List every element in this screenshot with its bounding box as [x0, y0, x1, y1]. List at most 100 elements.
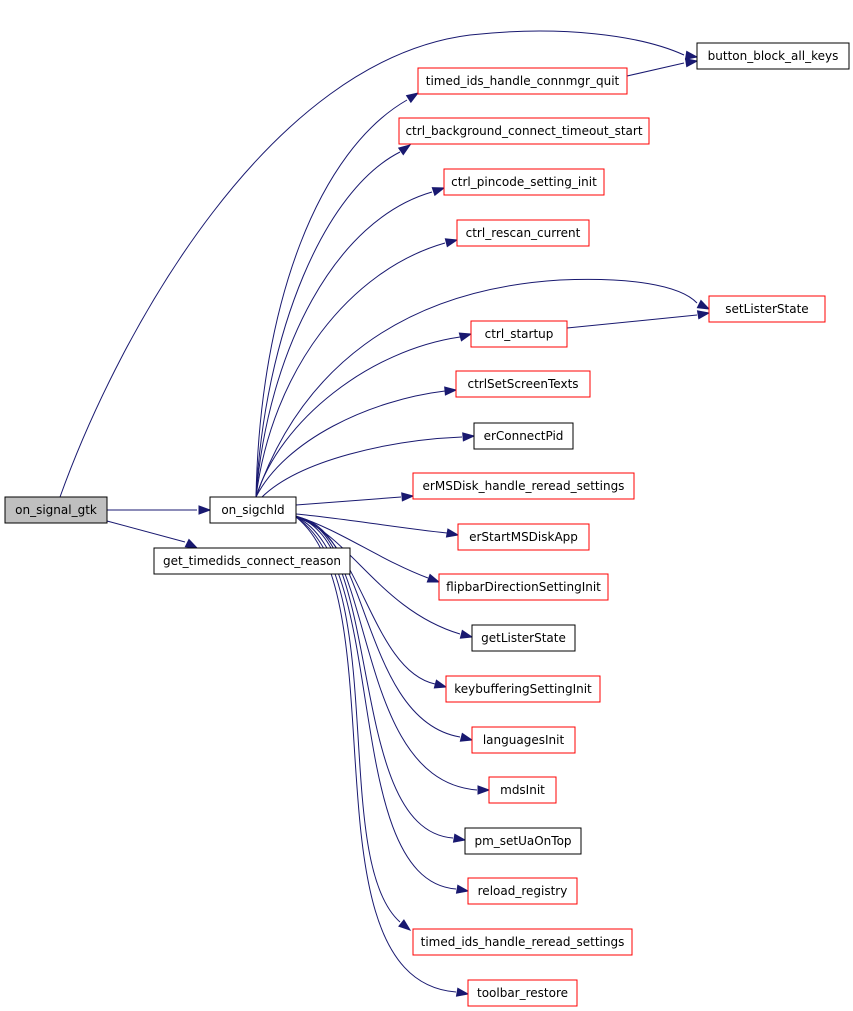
- edge-timed-ids-handle-connmgr-quit-to-button-block-all-keys: [626, 58, 699, 77]
- node-box: [467, 979, 578, 1007]
- edge-sigchld-to-ctrl-startup-line: [255, 336, 461, 498]
- edge-sigchld-to-er-start-ms-disk-app-line: [295, 513, 448, 534]
- edge-sigchld-to-timed-ids-handle-connmgr-quit-arrowhead: [405, 92, 420, 104]
- node-timed-ids-handle-reread-settings[interactable]: timed_ids_handle_reread_settings: [412, 928, 633, 956]
- node-languagesinit[interactable]: languagesInit: [471, 726, 576, 754]
- node-label: languagesInit: [483, 733, 565, 747]
- node-box: [456, 219, 590, 247]
- node-ctrl-background-connect-timeout-start[interactable]: ctrl_background_connect_timeout_start: [398, 117, 650, 145]
- node-box: [412, 928, 633, 956]
- edge-sigchld-to-ctrl-set-screen-texts: [255, 386, 458, 498]
- node-box: [443, 168, 605, 196]
- node-reload-registry[interactable]: reload_registry: [467, 877, 578, 905]
- node-box: [4, 496, 108, 524]
- node-label: erStartMSDiskApp: [469, 530, 578, 544]
- node-ctrl-pincode-setting-init[interactable]: ctrl_pincode_setting_init: [443, 168, 605, 196]
- node-label: keybufferingSettingInit: [454, 682, 592, 696]
- node-erstartmsdiskapp[interactable]: erStartMSDiskApp: [457, 523, 590, 551]
- edge-sigchld-to-get-lister-state-arrowhead: [459, 629, 474, 639]
- node-toolbar-restore[interactable]: toolbar_restore: [467, 979, 578, 1007]
- edge-sigchld-to-ctrl-rescan-current-arrowhead: [444, 238, 459, 248]
- edge-sigchld-to-ctrl-set-screen-texts-line: [255, 390, 446, 498]
- edge-sigchld-to-er-connect-pid-line: [261, 436, 463, 498]
- edge-sigchld-to-keybuffering-setting-init: [295, 516, 448, 689]
- node-box: [696, 42, 850, 70]
- edge-sigchld-to-keybuffering-setting-init-arrowhead: [433, 679, 448, 689]
- edge-sigchld-to-ctrl-rescan-current: [255, 238, 459, 498]
- edge-timed-ids-handle-connmgr-quit-to-button-block-all-keys-line: [626, 62, 685, 77]
- node-label: ctrlSetScreenTexts: [467, 377, 578, 391]
- edge-sigchld-to-timed-ids-handle-reread-settings-line: [295, 516, 401, 923]
- edge-sigchld-to-timed-ids-handle-connmgr-quit-line: [255, 99, 408, 498]
- edge-sigchld-to-er-ms-disk-handle-reread-settings: [295, 492, 415, 506]
- edge-on-signal-gtk-to-button-block-all-keys-line: [59, 30, 685, 498]
- edge-sigchld-to-set-lister-state: [255, 278, 711, 498]
- edge-sigchld-to-ctrl-set-screen-texts-arrowhead: [444, 386, 458, 396]
- edge-sigchld-to-pm-set-ua-on-top-arrowhead: [452, 833, 467, 843]
- edge-timed-ids-handle-connmgr-quit-to-button-block-all-keys-arrowhead: [684, 58, 699, 68]
- node-label: toolbar_restore: [477, 986, 568, 1000]
- node-mdsinit[interactable]: mdsInit: [488, 776, 557, 804]
- edge-on-signal-gtk-to-button-block-all-keys: [59, 30, 699, 498]
- node-erconnectpid[interactable]: erConnectPid: [473, 422, 574, 450]
- node-label: pm_setUaOnTop: [474, 834, 571, 848]
- node-ermsdisk-handle-reread-settings[interactable]: erMSDisk_handle_reread_settings: [412, 472, 635, 500]
- edge-on-signal-gtk-to-on-sigchld: [107, 505, 212, 515]
- edge-sigchld-to-er-start-ms-disk-app: [295, 513, 460, 538]
- node-label: ctrl_startup: [485, 327, 554, 341]
- edge-sigchld-to-reload-registry-arrowhead: [455, 884, 470, 894]
- edge-sigchld-to-er-ms-disk-handle-reread-settings-arrowhead: [401, 492, 415, 502]
- node-pm-setuaontop[interactable]: pm_setUaOnTop: [464, 827, 582, 855]
- edge-sigchld-to-get-lister-state-line: [295, 516, 461, 635]
- edge-sigchld-to-ctrl-pincode-setting-init-line: [255, 191, 433, 498]
- node-label: getListerState: [481, 631, 566, 645]
- node-getlisterstate[interactable]: getListerState: [471, 624, 576, 652]
- node-box: [708, 295, 826, 323]
- node-ctrl-rescan-current[interactable]: ctrl_rescan_current: [456, 219, 590, 247]
- edge-sigchld-to-pm-set-ua-on-top-line: [295, 516, 454, 839]
- node-box: [417, 67, 628, 95]
- edge-sigchld-to-mds-init-arrowhead: [477, 785, 491, 795]
- node-button-block-all-keys[interactable]: button_block_all_keys: [696, 42, 850, 70]
- edge-sigchld-to-ctrl-startup: [255, 332, 473, 498]
- node-box: [209, 496, 297, 524]
- node-box: [455, 370, 591, 398]
- edge-sigchld-to-ctrl-pincode-setting-init-arrowhead: [431, 187, 446, 197]
- edge-on-signal-gtk-to-on-sigchld-arrowhead: [198, 505, 212, 515]
- node-box: [470, 320, 568, 348]
- node-label: erConnectPid: [484, 429, 564, 443]
- edge-sigchld-to-flipbar-direction-setting-init-arrowhead: [426, 573, 441, 583]
- edge-sigchld-to-er-connect-pid-arrowhead: [462, 432, 476, 442]
- node-keybufferingsettinginit[interactable]: keybufferingSettingInit: [445, 675, 601, 703]
- node-label: ctrl_rescan_current: [466, 226, 581, 240]
- edge-on-signal-gtk-to-button-block-all-keys-arrowhead: [684, 50, 699, 60]
- edge-sigchld-to-languages-init-arrowhead: [459, 732, 474, 742]
- edge-ctrl-startup-to-set-lister-state-line: [566, 314, 698, 329]
- node-box: [153, 547, 351, 575]
- node-box: [467, 877, 578, 905]
- edge-sigchld-to-er-ms-disk-handle-reread-settings-line: [295, 496, 402, 506]
- node-label: button_block_all_keys: [708, 49, 839, 63]
- edge-sigchld-to-ctrl-rescan-current-line: [255, 242, 446, 498]
- node-box: [445, 675, 601, 703]
- edge-on-signal-gtk-to-get-timedids-connect-reason-line: [106, 520, 186, 543]
- node-on-signal-gtk[interactable]: on_signal_gtk: [4, 496, 108, 524]
- node-label: timed_ids_handle_connmgr_quit: [426, 74, 620, 88]
- node-label: get_timedids_connect_reason: [163, 554, 341, 568]
- node-setlisterstate[interactable]: setListerState: [708, 295, 826, 323]
- node-label: ctrl_background_connect_timeout_start: [405, 124, 642, 138]
- node-timed-ids-handle-connmgr-quit[interactable]: timed_ids_handle_connmgr_quit: [417, 67, 628, 95]
- node-box: [488, 776, 557, 804]
- node-flipbardirectionsettinginit[interactable]: flipbarDirectionSettingInit: [438, 573, 609, 601]
- node-label: ctrl_pincode_setting_init: [451, 175, 597, 189]
- node-get-timedids-connect-reason[interactable]: get_timedids_connect_reason: [153, 547, 351, 575]
- edge-sigchld-to-ctrl-background-connect-timeout-start-line: [255, 151, 401, 498]
- edge-sigchld-to-ctrl-pincode-setting-init: [255, 187, 446, 498]
- edge-on-signal-gtk-to-get-timedids-connect-reason: [106, 520, 199, 549]
- edge-sigchld-to-ctrl-startup-arrowhead: [458, 332, 473, 342]
- edge-on-signal-gtk-to-get-timedids-connect-reason-arrowhead: [184, 538, 199, 549]
- node-on-sigchld[interactable]: on_sigchld: [209, 496, 297, 524]
- node-ctrl-startup[interactable]: ctrl_startup: [470, 320, 568, 348]
- node-ctrlsetscreentexts[interactable]: ctrlSetScreenTexts: [455, 370, 591, 398]
